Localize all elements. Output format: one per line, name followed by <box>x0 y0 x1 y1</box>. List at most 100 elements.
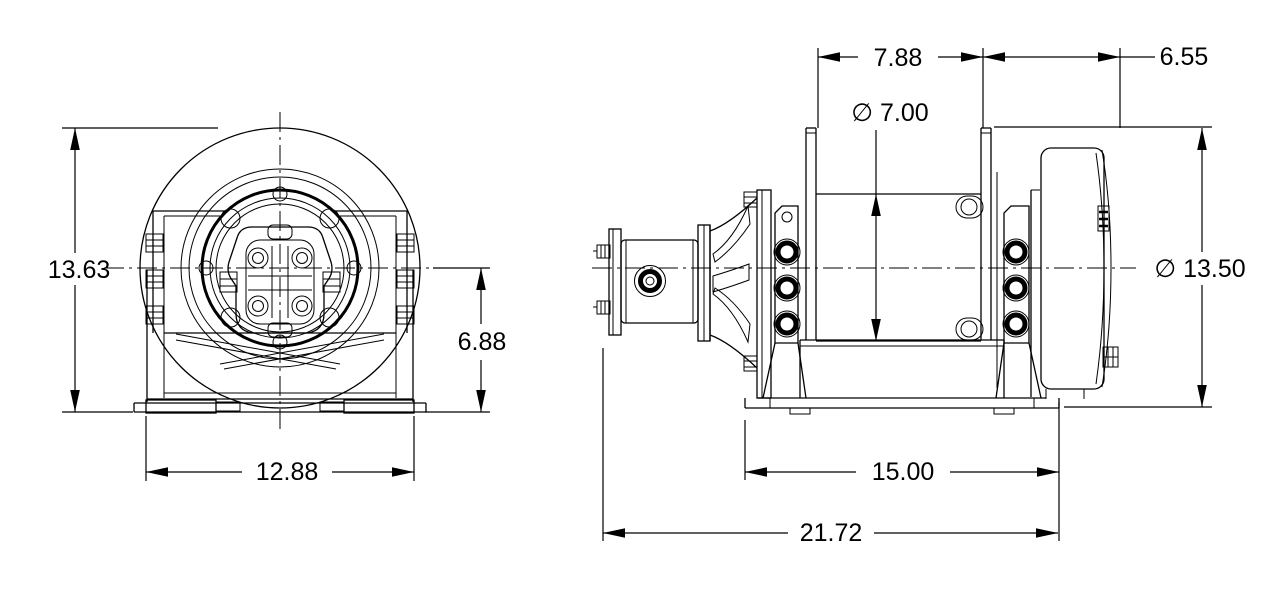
arrowhead-left <box>818 52 840 62</box>
dimensions: 13.63 6.88 12.88 7.88 <box>48 43 1246 547</box>
support-bolt <box>773 310 801 338</box>
support-bolt <box>1002 238 1030 266</box>
support-bolt <box>773 238 801 266</box>
drum-flange-circles-segment <box>180 168 380 368</box>
drum-flange-circles-segment <box>200 188 360 348</box>
support-bolt-segment <box>1002 238 1030 266</box>
bolt-hole-circle-segment <box>319 307 340 328</box>
arrowhead-down <box>476 390 486 412</box>
dim-flange-diameter: ∅ 13.50 <box>994 126 1246 408</box>
mounting-base-front <box>133 332 427 414</box>
side-hex-bolt-left-segment <box>219 271 238 293</box>
dim-clutch-end-length-label: 6.55 <box>1160 43 1209 71</box>
cable-anchor-top <box>955 195 984 219</box>
bolt-hole-circle-segment <box>346 260 362 276</box>
foot-tab <box>789 407 811 415</box>
dim-overall-length: 21.72 <box>602 348 1058 547</box>
motor-mount <box>219 224 341 338</box>
mount-bolt-bosses-segment <box>296 252 308 264</box>
housing-bolt <box>1102 346 1119 368</box>
coupling-cross <box>248 246 312 318</box>
mount-bolt-bosses-segment <box>247 247 269 269</box>
dim-overall-length-label: 21.72 <box>800 519 863 547</box>
arrowhead-up <box>1197 128 1207 150</box>
support-bolt <box>1002 274 1030 302</box>
motor-port-boss-segment <box>638 269 662 293</box>
dim-base-length: 15.00 <box>744 402 1060 541</box>
arrowhead-left <box>745 467 767 477</box>
hex-bolt <box>396 269 415 289</box>
arrowhead-up <box>476 268 486 290</box>
motor-port-boss-segment <box>634 265 666 297</box>
bolt-hole-circle <box>198 186 362 350</box>
support-bolt-segment <box>1004 276 1028 300</box>
hex-bolt <box>396 305 415 325</box>
cable-anchor-top-segment <box>955 195 984 219</box>
support-bolt-segment <box>1004 312 1028 336</box>
dim-barrel-diameter: ∅ 7.00 <box>851 99 929 341</box>
hex-bolt-segment <box>396 305 415 325</box>
housing-tab-segment <box>1097 205 1110 232</box>
mounting-base-front-segment <box>219 333 385 365</box>
side-view <box>592 127 1136 415</box>
gear-housing-cone <box>709 189 772 399</box>
clutch-housing <box>1030 147 1119 399</box>
mount-bolt-bosses-segment <box>252 300 264 312</box>
arrowhead-right <box>961 52 983 62</box>
bolt-hole-circle-segment <box>272 186 288 202</box>
left-support-plate-segment <box>774 205 799 344</box>
motor-port-boss <box>634 265 666 297</box>
dim-clutch-end-length: 6.55 <box>983 43 1208 128</box>
dim-flange-diameter-label: ∅ 13.50 <box>1154 255 1245 283</box>
mounting-base-front-segment <box>175 339 337 370</box>
motor-mount-segment <box>245 239 315 325</box>
hex-bolt-segment <box>396 269 415 289</box>
dim-overall-height-label: 13.63 <box>48 256 111 284</box>
mounting-base-side <box>744 339 1060 415</box>
bolt-hole-circle-segment <box>220 208 241 229</box>
side-hex-bolt-left <box>219 271 238 293</box>
arrowhead-right <box>1036 528 1058 538</box>
support-bolt-segment <box>775 240 799 264</box>
mount-bolt-bosses-segment <box>252 252 264 264</box>
drum-flange-circles-segment <box>139 127 421 409</box>
drum-flange-circles-segment <box>209 197 351 339</box>
hex-bolt-segment <box>145 233 164 253</box>
right-support-plate-segment <box>995 342 1005 399</box>
clutch-housing-segment <box>1095 152 1105 385</box>
dim-base-width-front: 12.88 <box>145 416 415 486</box>
bolt-hole-circle-segment <box>319 208 340 229</box>
dim-drum-length-label: 7.88 <box>874 44 923 72</box>
bolt-hole-circle-segment <box>198 260 214 276</box>
right-support-plate-segment <box>1003 205 1030 344</box>
dim-center-height-label: 6.88 <box>458 328 507 356</box>
support-bolt-segment <box>775 312 799 336</box>
foot-tab <box>993 407 1015 415</box>
left-support-plate-segment <box>762 342 776 399</box>
hex-bolt-segment <box>145 305 164 325</box>
side-hex-bolt-right <box>322 271 341 293</box>
housing-bulge <box>1101 149 1112 388</box>
left-support-plate-segment <box>797 342 807 399</box>
dim-base-width-label: 12.88 <box>256 458 319 486</box>
drum-flange-circles-segment <box>215 203 345 333</box>
mount-top-tab <box>267 224 293 240</box>
support-bolt-segment <box>773 238 801 266</box>
dim-center-height: 6.88 <box>425 267 507 413</box>
front-view <box>104 112 444 432</box>
support-bolt-segment <box>1002 274 1030 302</box>
cone-rib <box>712 263 750 293</box>
cable-anchor-bottom-segment <box>960 320 978 338</box>
hex-bolt <box>396 233 415 253</box>
front-centerlines <box>104 112 444 432</box>
motor-port-boss-segment <box>645 276 655 286</box>
mount-bolt-bosses-segment <box>247 295 269 317</box>
arrowhead-right <box>1098 52 1120 62</box>
arrowhead-left <box>603 528 625 538</box>
cone-rib <box>712 287 751 344</box>
arrowhead-down <box>871 319 881 341</box>
foot-tab-left <box>215 401 241 412</box>
stand-plates <box>146 210 414 402</box>
